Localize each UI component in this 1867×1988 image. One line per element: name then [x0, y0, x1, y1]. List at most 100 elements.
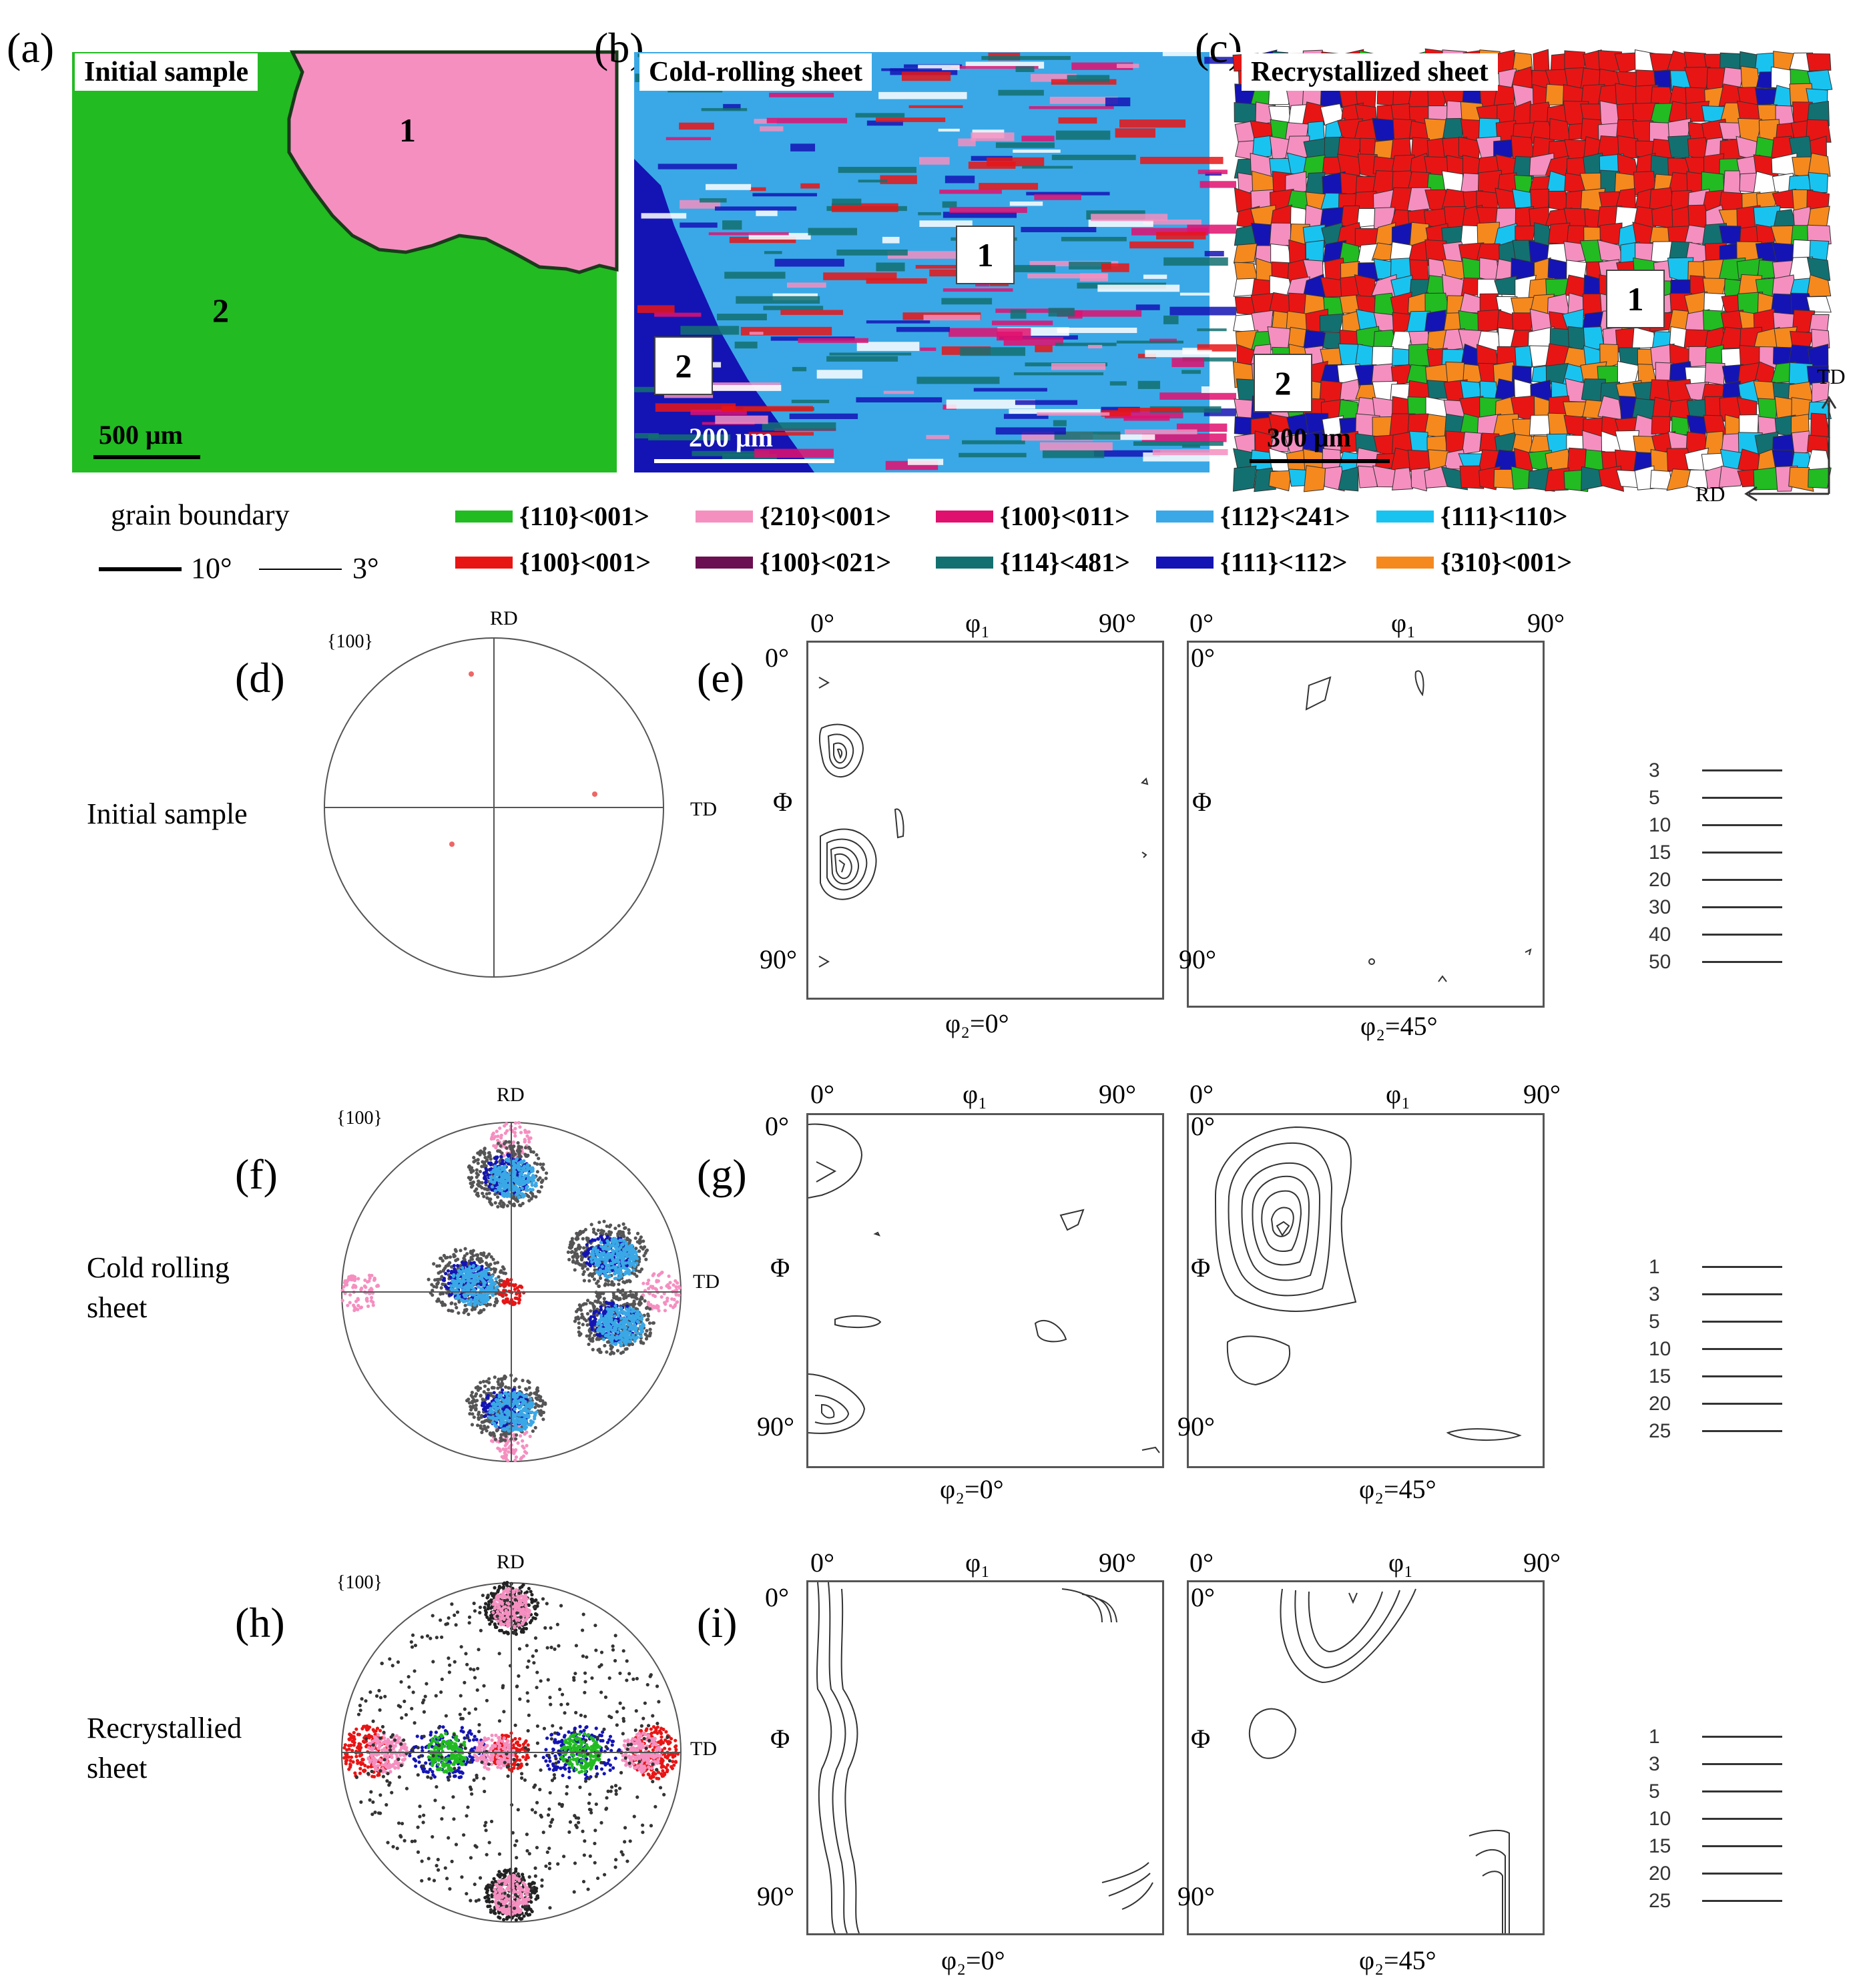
pole-point	[544, 1177, 548, 1181]
pole-point	[624, 1245, 628, 1249]
pole-point	[504, 1457, 508, 1461]
texture-streak	[943, 212, 1017, 218]
pole-point	[483, 1175, 487, 1179]
pole-point	[476, 1282, 481, 1286]
texture-streak	[836, 249, 908, 256]
texture-streak	[1026, 192, 1110, 196]
pole-point	[458, 1272, 462, 1277]
pole-point	[605, 1350, 609, 1354]
pole-point	[471, 1263, 475, 1268]
grain	[1252, 135, 1272, 159]
pole-point	[622, 1294, 626, 1298]
texture-streak	[1117, 407, 1181, 412]
pole-point	[527, 1145, 531, 1150]
pole-point	[587, 1279, 591, 1283]
pole-point	[477, 1285, 481, 1289]
pole-point	[619, 1250, 623, 1254]
pole-point	[471, 1412, 475, 1416]
pole-point	[489, 1407, 493, 1411]
pole-point	[651, 1321, 656, 1325]
pole-point	[438, 1277, 443, 1281]
pole-point	[473, 1300, 477, 1304]
pole-point	[616, 1288, 620, 1292]
pole-point	[467, 1312, 471, 1317]
pole-point	[480, 1181, 484, 1185]
pole-point	[627, 1231, 631, 1235]
pole-point	[495, 1285, 499, 1289]
pole-point	[529, 1421, 533, 1425]
pole-point	[581, 1303, 585, 1307]
texture-streak	[756, 210, 778, 216]
pole-point	[605, 1239, 609, 1243]
pole-point	[611, 1241, 615, 1245]
texture-streak	[1179, 292, 1218, 296]
pole-point	[573, 1319, 577, 1323]
pole-point	[621, 1259, 625, 1263]
pole-point	[469, 1185, 474, 1189]
pole-point	[583, 1252, 587, 1256]
pole-point	[476, 1161, 480, 1165]
texture-streak	[995, 308, 1074, 313]
pole-point	[348, 1277, 352, 1281]
pole-point	[351, 1303, 356, 1307]
pole-point	[343, 1279, 347, 1283]
pole-point	[660, 1271, 664, 1275]
pole-point	[363, 1278, 367, 1283]
pole-point	[514, 1433, 519, 1437]
legend-item: {100}<001>	[455, 547, 696, 578]
texture-streak	[1021, 227, 1097, 232]
texture-streak	[701, 107, 748, 111]
pole-point	[589, 1257, 593, 1261]
legend-swatch	[936, 510, 993, 523]
pole-point	[538, 1176, 542, 1180]
pole-point	[494, 1409, 498, 1413]
legend-item: {111}<112>	[1156, 547, 1376, 578]
pole-point	[627, 1241, 631, 1245]
pole-point	[581, 1237, 585, 1241]
pole-point	[501, 1158, 505, 1163]
pole-point	[595, 1249, 600, 1253]
texture-streak	[715, 415, 768, 424]
texture-streak	[722, 220, 742, 230]
grain	[1545, 467, 1570, 492]
legend-label: {100}<011>	[1000, 501, 1130, 531]
pole-point	[488, 1154, 492, 1158]
grain	[1705, 344, 1724, 366]
pole-point	[648, 1332, 652, 1337]
pole-point	[597, 1221, 601, 1225]
pole-point	[521, 1454, 526, 1458]
texture-streak	[971, 132, 1015, 141]
pole-point	[667, 1274, 671, 1278]
pole-point	[503, 1374, 507, 1378]
pole-point	[485, 1429, 489, 1433]
texture-streak	[1129, 241, 1194, 249]
pole-point	[590, 1327, 594, 1331]
texture-streak	[792, 366, 807, 372]
texture-streak	[665, 137, 711, 141]
panel-label-e: (e)	[697, 654, 745, 701]
pole-point	[634, 1256, 638, 1260]
pole-point	[500, 1388, 505, 1392]
pole-point	[576, 1307, 580, 1312]
pole-point	[534, 1181, 538, 1185]
texture-streak	[943, 288, 1013, 292]
grain	[1808, 172, 1828, 194]
legend-swatch	[936, 556, 993, 569]
pole-point	[641, 1239, 645, 1243]
pole-point	[530, 1181, 534, 1185]
texture-streak	[752, 193, 817, 197]
pole-point	[453, 1267, 457, 1271]
pole-point	[499, 1418, 503, 1422]
texture-streak	[724, 272, 786, 279]
pole-point	[352, 1309, 356, 1313]
texture-streak	[1029, 106, 1114, 109]
pole-point	[449, 1284, 453, 1288]
pole-point	[485, 1192, 489, 1196]
pole-point	[441, 1259, 445, 1263]
pole-point	[482, 1296, 487, 1301]
pole-point	[455, 1257, 460, 1261]
pole-point	[651, 1293, 655, 1297]
legend-swatch	[696, 556, 753, 569]
pole-point	[369, 1295, 374, 1300]
pole-point	[633, 1302, 637, 1306]
